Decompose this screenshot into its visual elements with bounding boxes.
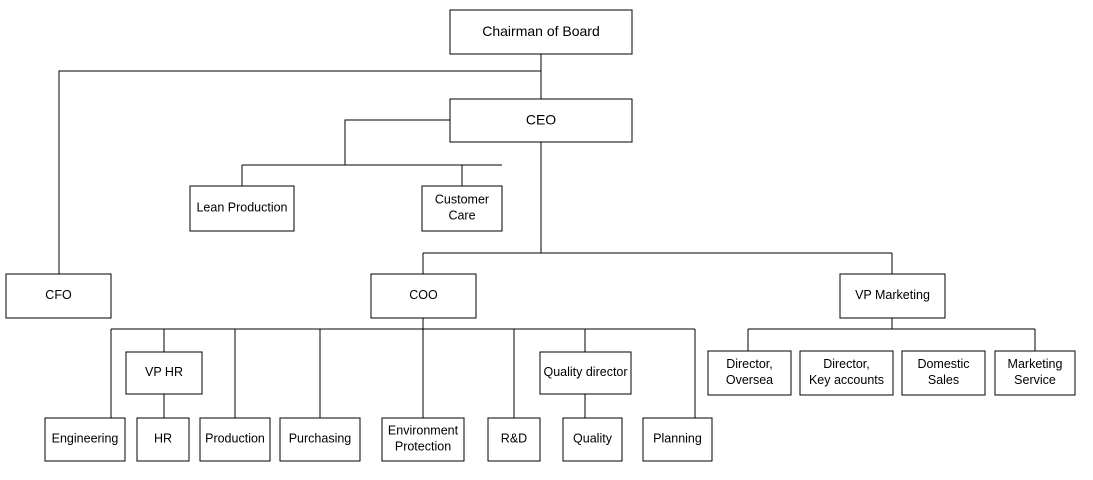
coo-box[interactable]: [370, 273, 477, 319]
node-production[interactable]: Production: [199, 417, 271, 462]
lean-production-box[interactable]: [189, 185, 295, 232]
node-lean-production[interactable]: Lean Production: [189, 185, 295, 232]
purchasing-box[interactable]: [279, 417, 361, 462]
vp-marketing-box[interactable]: [839, 273, 946, 319]
cfo-box[interactable]: [5, 273, 112, 319]
node-vp-hr[interactable]: VP HR: [125, 351, 203, 395]
node-engineering[interactable]: Engineering: [44, 417, 126, 462]
node-hr[interactable]: HR: [136, 417, 190, 462]
director-key-accounts-box[interactable]: [799, 350, 894, 396]
environment-protection-box[interactable]: [381, 417, 465, 462]
production-box[interactable]: [199, 417, 271, 462]
domestic-sales-box[interactable]: [901, 350, 986, 396]
research-and-development-box[interactable]: [487, 417, 541, 462]
node-chairman-of-board[interactable]: Chairman of Board: [449, 9, 633, 55]
node-purchasing[interactable]: Purchasing: [279, 417, 361, 462]
chairman-of-board-box[interactable]: [449, 9, 633, 55]
marketing-service-box[interactable]: [994, 350, 1076, 396]
node-planning[interactable]: Planning: [642, 417, 713, 462]
quality-director-box[interactable]: [539, 351, 632, 395]
node-quality-director[interactable]: Quality director: [539, 351, 632, 395]
node-vp-marketing[interactable]: VP Marketing: [839, 273, 946, 319]
director-oversea-box[interactable]: [707, 350, 792, 396]
node-quality[interactable]: Quality: [562, 417, 623, 462]
ceo-box[interactable]: [449, 98, 633, 143]
node-coo[interactable]: COO: [370, 273, 477, 319]
node-cfo[interactable]: CFO: [5, 273, 112, 319]
engineering-box[interactable]: [44, 417, 126, 462]
planning-box[interactable]: [642, 417, 713, 462]
node-director-key-accounts[interactable]: Director,Key accounts: [799, 350, 894, 396]
vp-hr-box[interactable]: [125, 351, 203, 395]
chairman-to-cfo-branch: [58, 70, 541, 274]
customer-care-box[interactable]: [421, 185, 503, 232]
ceo-left-stem-to-staff: [344, 119, 450, 165]
node-director-oversea[interactable]: Director,Oversea: [707, 350, 792, 396]
hr-box[interactable]: [136, 417, 190, 462]
connector-layer: [58, 54, 1036, 418]
quality-box[interactable]: [562, 417, 623, 462]
node-ceo[interactable]: CEO: [449, 98, 633, 143]
node-research-and-development[interactable]: R&D: [487, 417, 541, 462]
